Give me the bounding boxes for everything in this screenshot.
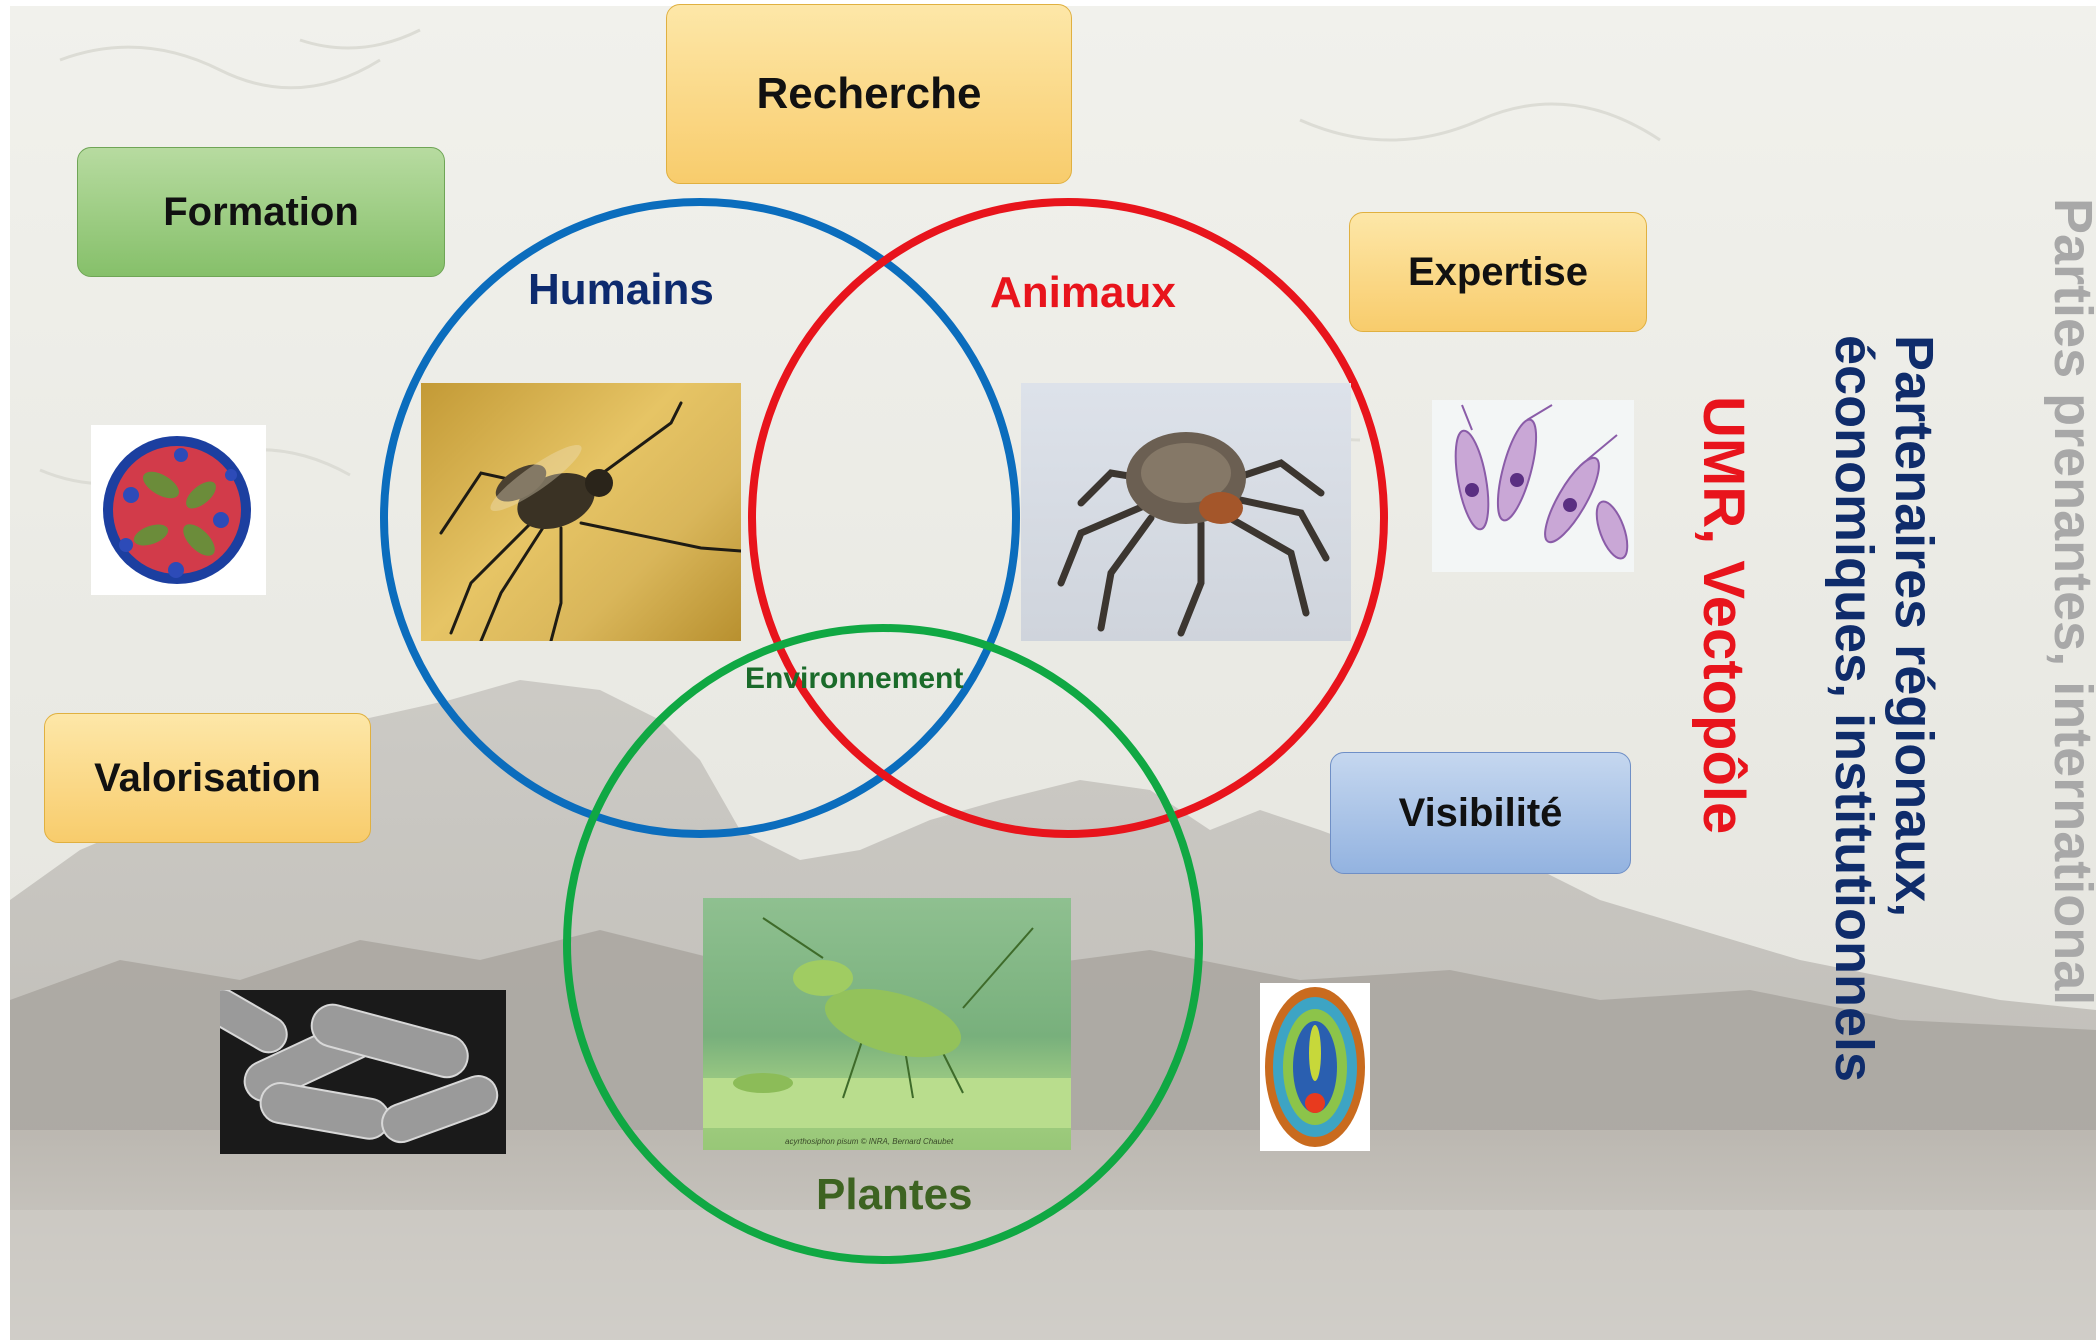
virus-icon xyxy=(91,425,266,595)
side-text-umr-vectopole: UMR, Vectopôle xyxy=(1694,396,1752,834)
expertise-label: Expertise xyxy=(1408,250,1588,295)
aphid-photo-caption: acyrthosiphon pisum © INRA, Bernard Chau… xyxy=(785,1137,953,1146)
valorisation-box: Valorisation xyxy=(44,713,371,843)
side-text-partenaires-line2: économiques, institutionnels xyxy=(1823,335,1883,1082)
parasite-icon xyxy=(1432,400,1634,572)
formation-box: Formation xyxy=(77,147,445,277)
tick-photo xyxy=(1021,383,1351,641)
formation-label: Formation xyxy=(163,190,359,235)
egg-icon xyxy=(1260,983,1370,1151)
humains-label: Humains xyxy=(528,265,714,315)
expertise-box: Expertise xyxy=(1349,212,1647,332)
aphid-photo: acyrthosiphon pisum © INRA, Bernard Chau… xyxy=(703,898,1071,1150)
visibilite-label: Visibilité xyxy=(1399,791,1563,836)
side-text-partenaires-line1: Partenaires régionaux, xyxy=(1884,335,1944,1082)
plantes-label: Plantes xyxy=(816,1170,973,1220)
valorisation-label: Valorisation xyxy=(94,756,321,801)
mosquito-photo xyxy=(421,383,741,641)
environnement-label: Environnement xyxy=(745,662,963,696)
recherche-label: Recherche xyxy=(756,69,981,119)
bacteria-photo xyxy=(220,990,506,1154)
animaux-label: Animaux xyxy=(990,268,1176,318)
visibilite-box: Visibilité xyxy=(1330,752,1631,874)
side-text-partenaires: Partenaires régionaux, économiques, inst… xyxy=(1823,335,1944,1082)
recherche-box: Recherche xyxy=(666,4,1072,184)
side-text-parties-prenantes: Parties prenantes, international xyxy=(2046,198,2100,1005)
